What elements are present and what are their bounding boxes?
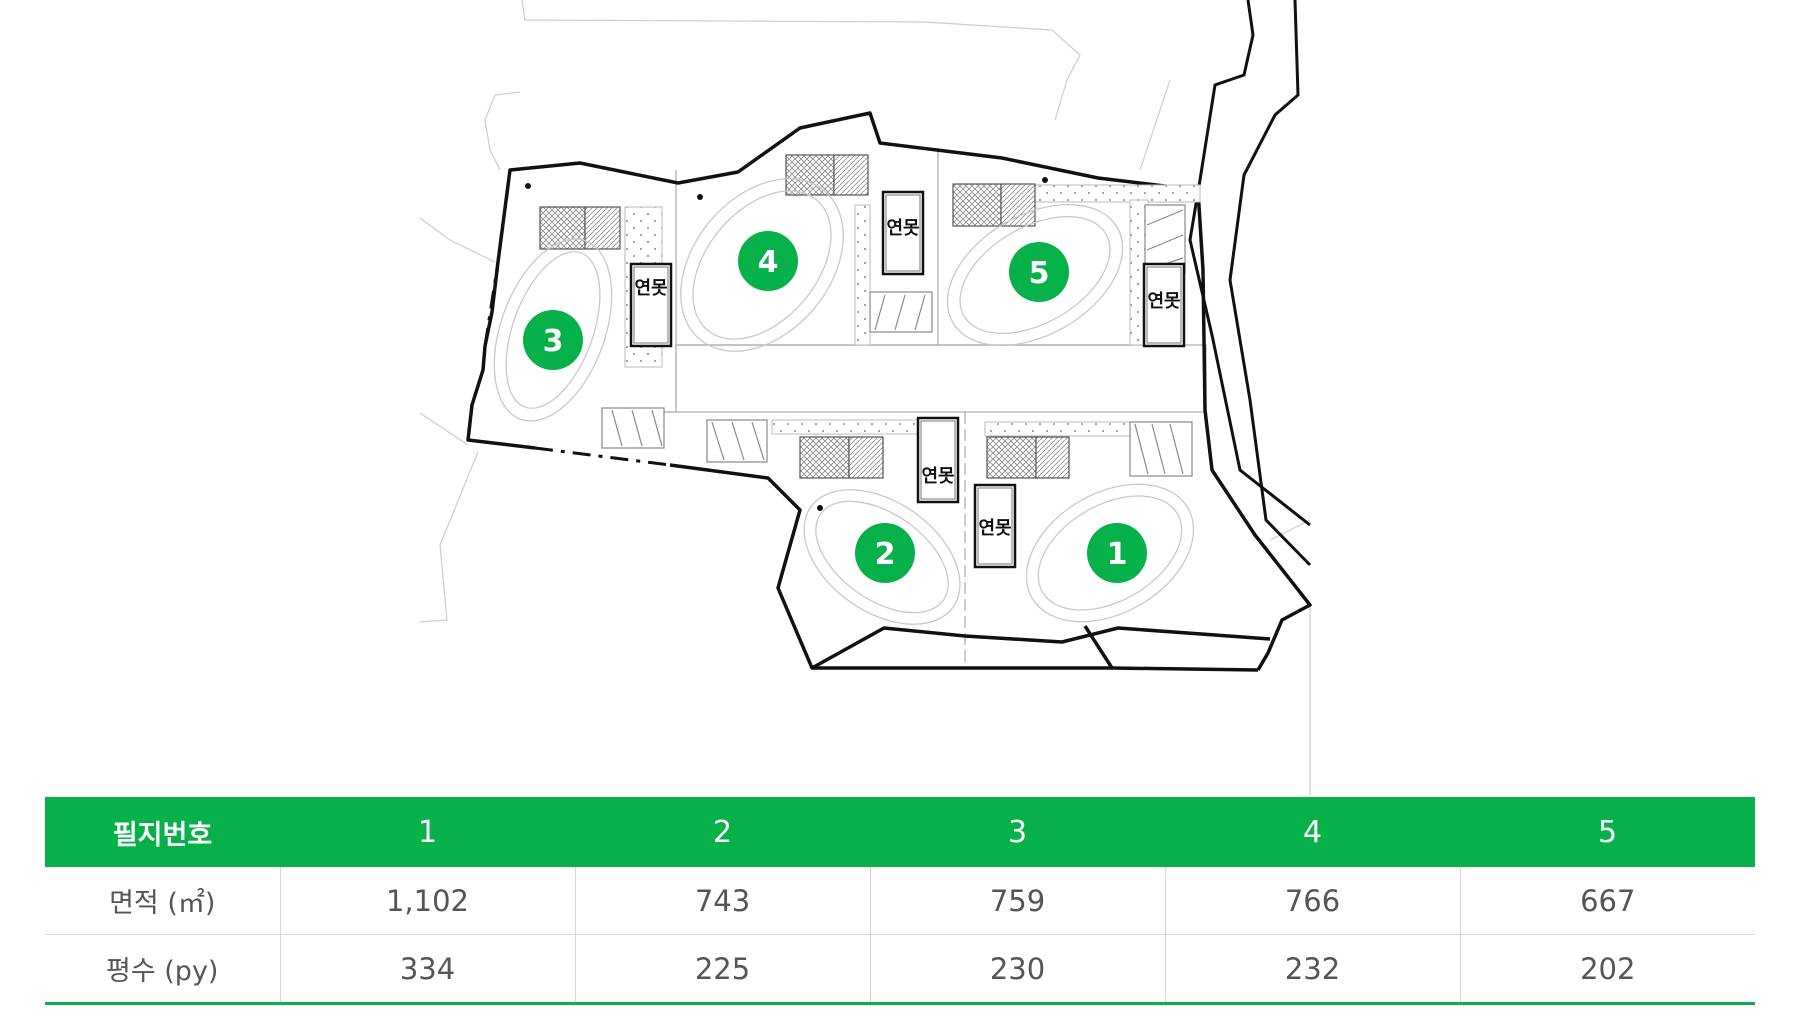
table-cell: 202 <box>1460 934 1755 1005</box>
pond-5: 연못 <box>1142 262 1186 348</box>
table-cell: 766 <box>1165 867 1461 935</box>
internal-road <box>675 344 1207 413</box>
lot-marker-1: 1 <box>1087 523 1147 583</box>
table-cell: 225 <box>575 934 871 1005</box>
terrain-contours <box>419 0 1311 795</box>
table-header-row: 필지번호 1 2 3 4 5 <box>45 797 1755 867</box>
lot-number-2: 2 <box>875 537 896 572</box>
plot-dividers <box>618 148 1185 665</box>
table-cell: 759 <box>870 867 1166 935</box>
creek-lines <box>1188 0 1312 567</box>
pond-2: 연못 <box>916 416 960 504</box>
row-label-pyeong: 평수 (py) <box>45 934 281 1005</box>
boundary-dashed <box>483 261 1063 644</box>
pond-4: 연못 <box>881 190 925 276</box>
header-column: 1 <box>280 797 575 867</box>
table-cell: 667 <box>1460 867 1755 935</box>
pond-label: 연못 <box>886 218 919 239</box>
lot-number-4: 4 <box>758 245 779 280</box>
lot-number-3: 3 <box>543 324 564 359</box>
row-label-area: 면적 (㎡) <box>45 867 281 935</box>
table-row-area: 면적 (㎡) 1,102 743 759 766 667 <box>45 867 1755 935</box>
survey-points <box>525 177 1095 511</box>
lot-marker-2: 2 <box>855 523 915 583</box>
lot-number-1: 1 <box>1107 537 1128 572</box>
table-cell: 1,102 <box>280 867 576 935</box>
header-column: 4 <box>1165 797 1460 867</box>
lot-marker-4: 4 <box>738 231 798 291</box>
lot-marker-5: 5 <box>1009 242 1069 302</box>
table-cell: 230 <box>870 934 1166 1005</box>
table-row-pyeong: 평수 (py) 334 225 230 232 202 <box>45 934 1755 1005</box>
site-plan-diagram: 연못 연못 연못 연못 연못 3 4 5 2 1 <box>419 0 1312 795</box>
pond-label: 연못 <box>921 466 954 487</box>
table-cell: 334 <box>280 934 576 1005</box>
table-cell: 232 <box>1165 934 1461 1005</box>
lot-number-5: 5 <box>1029 256 1050 291</box>
lot-marker-3: 3 <box>523 310 583 370</box>
pond-label: 연못 <box>634 278 667 299</box>
garden-ellipses <box>493 178 1195 625</box>
header-column: 3 <box>870 797 1165 867</box>
pond-label: 연못 <box>1147 291 1180 312</box>
pond-3: 연못 <box>629 262 673 348</box>
parking-stalls <box>601 204 1193 477</box>
table-cell: 743 <box>575 867 871 935</box>
header-column: 2 <box>575 797 870 867</box>
house-footprints <box>539 154 1070 479</box>
header-column: 5 <box>1460 797 1755 867</box>
lot-info-table: 필지번호 1 2 3 4 5 면적 (㎡) 1,102 743 759 766 … <box>45 797 1755 1005</box>
header-lot-number-label: 필지번호 <box>45 797 280 867</box>
pond-1: 연못 <box>973 483 1017 569</box>
pond-label: 연못 <box>978 518 1011 539</box>
